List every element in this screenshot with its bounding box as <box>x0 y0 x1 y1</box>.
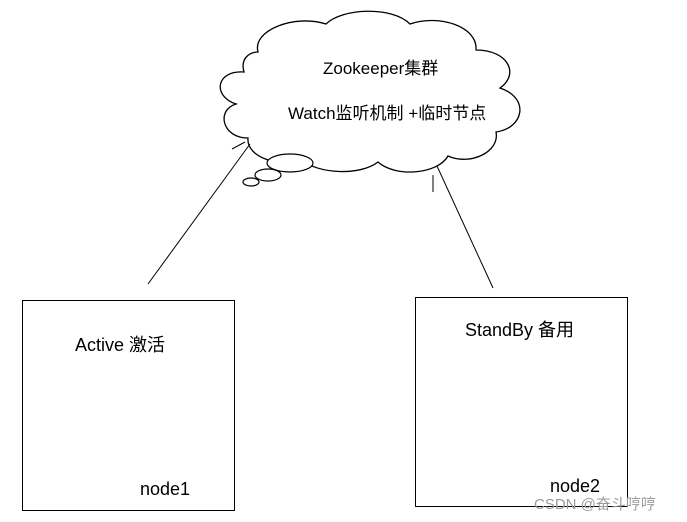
standby-node-rect <box>415 297 628 507</box>
standby-label: StandBy 备用 <box>465 320 574 340</box>
connector-active-tick <box>231 141 246 150</box>
standby-node-box: StandBy 备用 node2 <box>415 297 628 507</box>
standby-node-name: node2 <box>550 476 600 496</box>
active-node-name: node1 <box>140 479 190 499</box>
connector-active <box>147 143 251 285</box>
cloud-outline <box>219 10 521 173</box>
connector-standby <box>436 165 494 289</box>
cloud-title: Zookeeper集群 <box>323 59 438 78</box>
cloud-bubble-small <box>242 177 260 187</box>
cloud-bubble-large <box>266 153 314 173</box>
connector-lines <box>147 141 494 289</box>
watermark: CSDN @奋斗哼哼 <box>534 496 656 513</box>
zookeeper-cloud: Zookeeper集群 Watch监听机制 +临时节点 <box>219 10 521 187</box>
active-label: Active 激活 <box>75 335 165 355</box>
cloud-bubble-medium <box>254 168 282 182</box>
active-node-box: Active 激活 node1 <box>22 300 235 511</box>
active-node-rect <box>22 300 235 511</box>
cloud-subtitle: Watch监听机制 +临时节点 <box>288 104 486 123</box>
